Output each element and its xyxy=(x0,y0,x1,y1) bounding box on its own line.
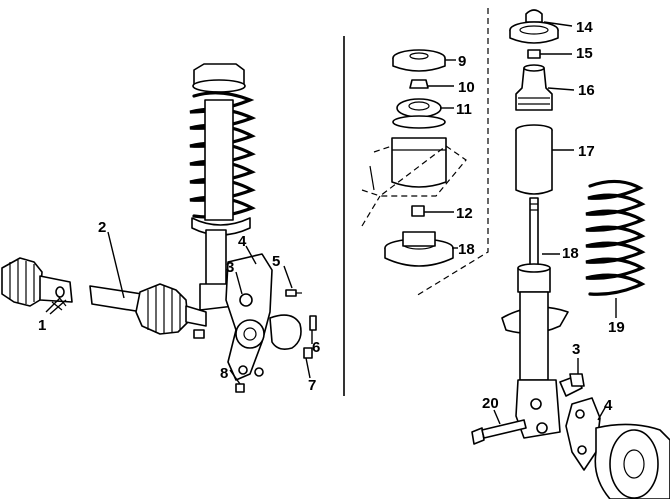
clamp-nut xyxy=(569,373,585,387)
callout-3-right: 3 xyxy=(572,341,580,358)
callout-7: 7 xyxy=(308,377,316,394)
steering-knuckle xyxy=(225,253,302,381)
bump-stop xyxy=(515,64,553,111)
middle-mount-stack: 9 10 11 12 18 xyxy=(361,8,489,297)
callout-5: 5 xyxy=(272,253,280,270)
bump-nut xyxy=(411,205,425,217)
fasteners-left xyxy=(193,289,317,393)
callout-3-left: 3 xyxy=(226,259,234,276)
callout-18-right: 18 xyxy=(562,245,579,262)
knuckle-and-disc xyxy=(565,397,670,499)
driveshaft xyxy=(89,283,207,335)
callout-19: 19 xyxy=(608,319,625,336)
right-strut-assembly: 14 15 16 17 18 19 3 20 4 xyxy=(471,9,670,499)
callout-4-left: 4 xyxy=(238,233,247,250)
shock-absorber xyxy=(501,197,583,439)
callout-14: 14 xyxy=(576,19,593,36)
callout-8: 8 xyxy=(220,365,228,382)
mount-nut xyxy=(527,49,541,59)
top-cap xyxy=(392,49,446,72)
callout-18-left: 18 xyxy=(458,241,475,258)
callout-6: 6 xyxy=(312,339,320,356)
callout-15: 15 xyxy=(576,45,593,62)
callout-9: 9 xyxy=(458,53,466,70)
callout-11: 11 xyxy=(456,101,472,118)
callout-4-right: 4 xyxy=(604,397,613,414)
top-nut xyxy=(409,79,429,89)
callout-16: 16 xyxy=(578,82,595,99)
group-bracket xyxy=(415,8,489,297)
left-assembly: 1 2 3 4 5 6 7 8 xyxy=(1,63,320,394)
left-coil-spring xyxy=(189,63,257,236)
callout-2: 2 xyxy=(98,219,106,236)
right-coil-spring xyxy=(585,179,646,296)
callout-17: 17 xyxy=(578,143,595,160)
callout-12: 12 xyxy=(456,205,473,222)
bearing-plate xyxy=(392,98,446,129)
leader-lines-middle xyxy=(424,59,458,249)
callout-20: 20 xyxy=(482,395,499,412)
dust-boot xyxy=(515,124,553,195)
leader-lines-left xyxy=(45,231,313,385)
upper-mount xyxy=(509,9,559,44)
callout-10: 10 xyxy=(458,79,475,96)
spring-seat xyxy=(384,231,454,267)
outer-cv-boot xyxy=(1,257,73,311)
strut-mount-housing xyxy=(361,137,467,227)
callout-1: 1 xyxy=(38,317,46,334)
leader-lines-right xyxy=(493,21,617,425)
clamp-bolt xyxy=(471,419,527,445)
